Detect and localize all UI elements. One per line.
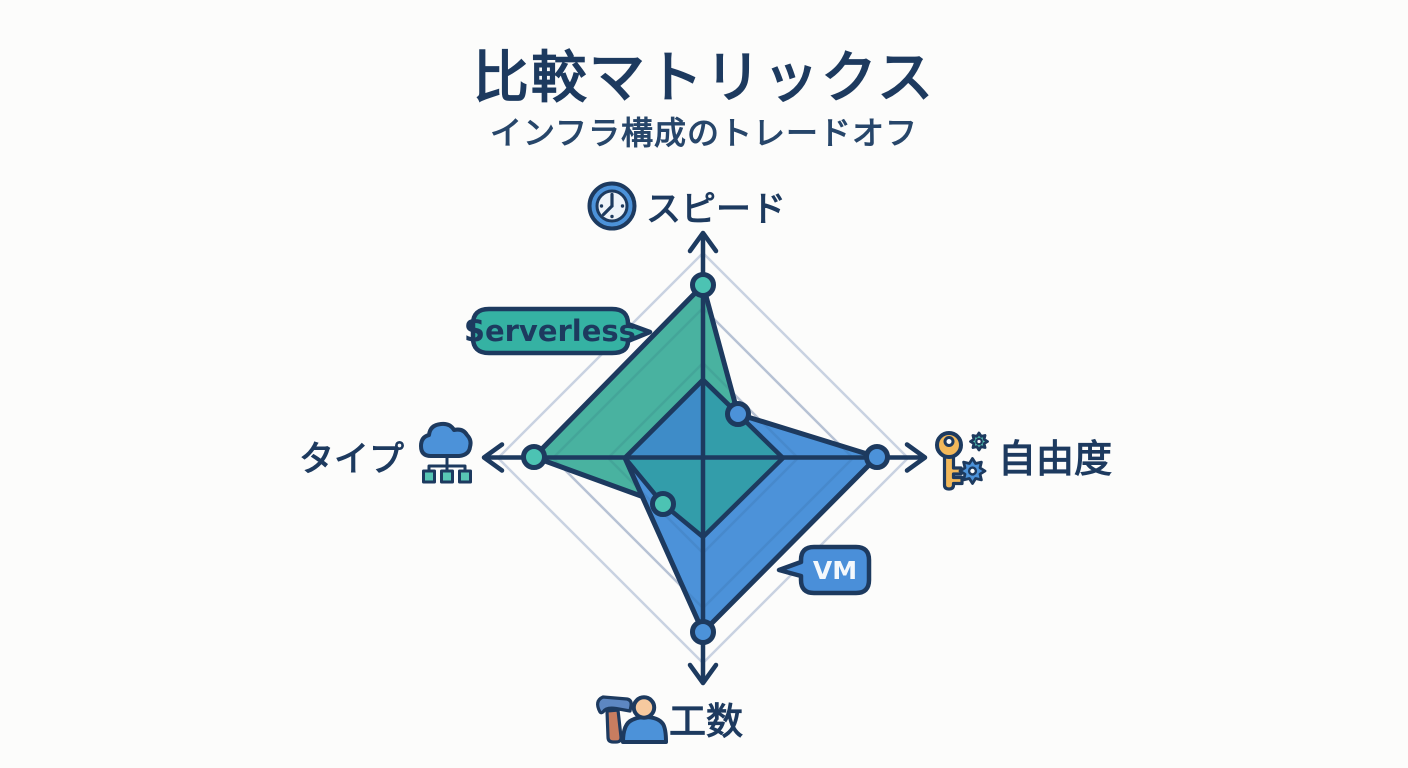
network-node-1: [422, 469, 436, 484]
axis-arrow-left-icon: [481, 442, 505, 473]
network-node-3: [458, 469, 472, 484]
hammer-head: [596, 695, 633, 715]
person-body: [621, 715, 668, 744]
serverless-point-speed: [690, 272, 716, 298]
axis-label-freedom: 自由度: [998, 437, 1112, 481]
axis-label-speed: スピード: [646, 190, 786, 230]
axis-arrow-down-icon: [687, 662, 719, 686]
serverless-badge: Serverless: [464, 306, 653, 356]
vm-badge-bubble: [776, 544, 872, 596]
gear-large-hole: [967, 466, 978, 476]
key-hole: [943, 436, 955, 447]
cloud-network-icon: [419, 421, 473, 484]
cloud-shape: [419, 421, 473, 458]
data-points: [521, 272, 890, 645]
serverless-point-type: [521, 444, 547, 470]
clock-tick-3: [620, 204, 625, 208]
axis-arrow-right-icon: [904, 442, 928, 473]
network-connectors: [427, 454, 467, 473]
axis-top-group: スピード: [587, 181, 786, 231]
axis-label-type: タイプ: [299, 440, 404, 480]
axis-right-group: 自由度: [935, 431, 1112, 491]
gear-small-hole: [975, 437, 983, 446]
hammer-handle: [605, 708, 623, 744]
clock-tick-6: [610, 214, 614, 219]
vm-badge: VM: [776, 544, 872, 596]
radar-axes: [481, 230, 928, 686]
axis-left-group: タイプ: [299, 421, 473, 484]
serverless-point-effort: [650, 491, 676, 517]
person-head: [631, 695, 657, 720]
axis-arrow-up-icon: [687, 230, 719, 254]
serverless-badge-label: Serverless: [464, 314, 636, 348]
clock-icon: [587, 181, 637, 231]
axis-bottom-group: 工数: [596, 695, 743, 744]
serverless-badge-bubble: [470, 306, 653, 356]
clock-tick-9: [599, 204, 604, 208]
vm-point-freedom: [864, 444, 890, 470]
network-node-2: [440, 469, 454, 484]
vm-point-speed: [725, 401, 751, 427]
clock-hands: [601, 192, 614, 217]
vm-point-effort: [690, 619, 716, 645]
vm-badge-label: VM: [813, 556, 857, 585]
key-gears-icon: [935, 431, 988, 491]
key-shaft: [942, 453, 964, 491]
page-subtitle: インフラ構成のトレードオフ: [490, 114, 918, 152]
page-title: 比較マトリックス: [473, 46, 935, 111]
axis-label-effort: 工数: [669, 700, 743, 743]
hammer-person-icon: [596, 695, 668, 744]
